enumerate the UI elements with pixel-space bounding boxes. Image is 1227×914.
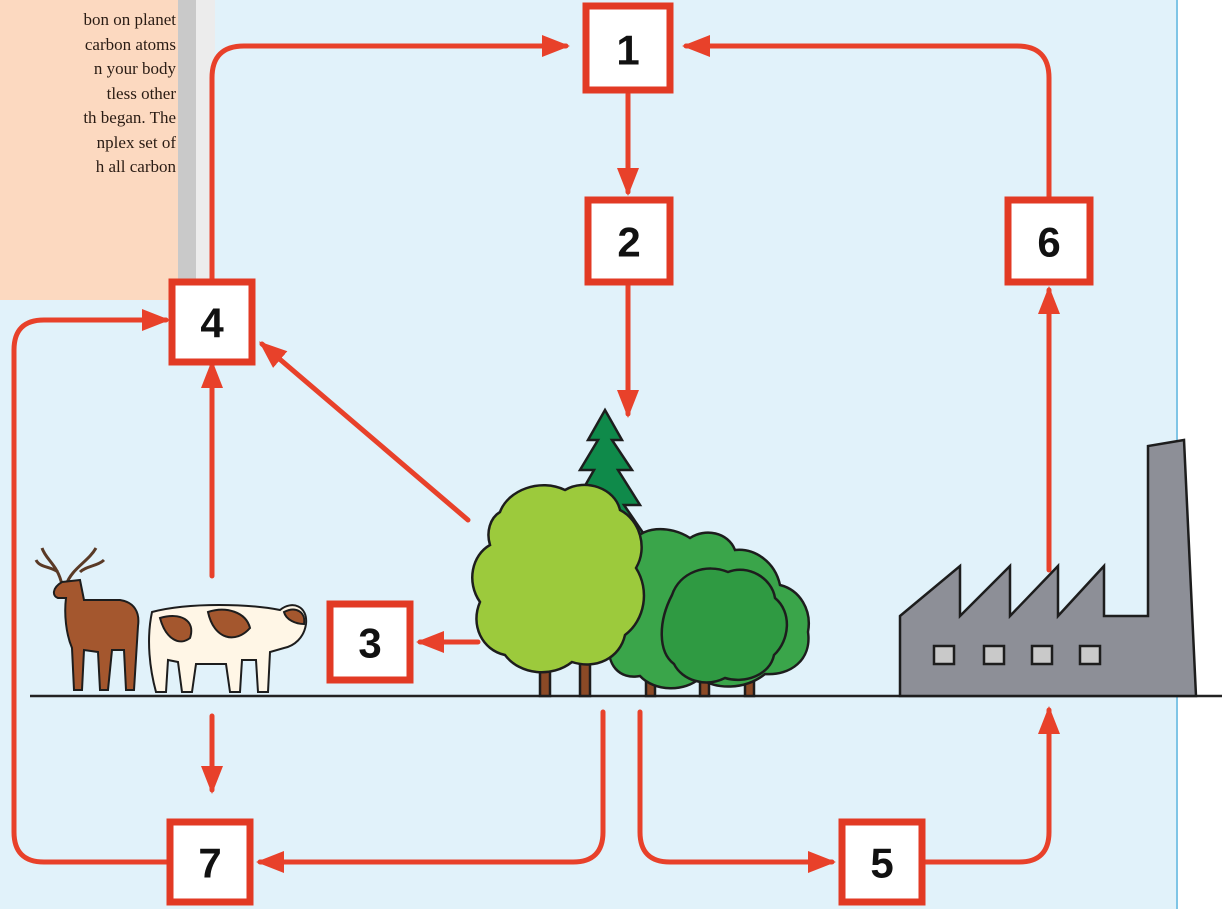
sidebar-line: nplex set of [96, 132, 176, 152]
sidebar-line: n your body [93, 59, 176, 78]
arrow-trees-to-4 [258, 341, 471, 523]
arrow-trees-to-5 [637, 709, 836, 873]
stage-label-1: 1 [616, 27, 639, 74]
stage-label-3: 3 [358, 620, 381, 667]
stage-label-7: 7 [198, 840, 221, 887]
stage-box-4: 4 [168, 278, 256, 366]
stage-box-2: 2 [584, 196, 674, 286]
trees-icon [471, 407, 810, 698]
sidebar-paragraph: bon on planet carbon atoms n your body t… [0, 8, 176, 268]
stage-label-5: 5 [870, 840, 893, 887]
stage-label-4: 4 [200, 300, 224, 347]
sidebar-line: tless other [106, 83, 176, 103]
sidebar-line: bon on planet [83, 10, 176, 29]
arrow-trees-to-7 [256, 709, 606, 873]
stage-box-5: 5 [838, 818, 926, 906]
stage-label-6: 6 [1037, 219, 1060, 266]
sidebar-line: carbon atoms [84, 34, 176, 54]
stage-label-2: 2 [617, 219, 640, 266]
arrow-4-to-1 [209, 35, 570, 291]
factory-icon [898, 438, 1198, 698]
stage-box-1: 1 [582, 2, 674, 94]
sidebar-shadow [178, 0, 196, 300]
deer-icon [34, 547, 140, 691]
arrow-5-to-factory [919, 706, 1060, 865]
stage-box-6: 6 [1004, 196, 1094, 286]
sidebar-line: th began. The [83, 108, 176, 127]
cycle-arrows [11, 35, 1060, 873]
cow-icon [148, 604, 308, 693]
stage-box-7: 7 [166, 818, 254, 906]
sky-panel [215, 0, 1177, 909]
arrow-6-to-1 [682, 35, 1052, 203]
arrow-7-to-4 [11, 309, 173, 865]
sidebar-line: h all carbon [95, 157, 176, 176]
stage-box-3: 3 [326, 600, 414, 684]
sidebar-panel [0, 0, 178, 300]
